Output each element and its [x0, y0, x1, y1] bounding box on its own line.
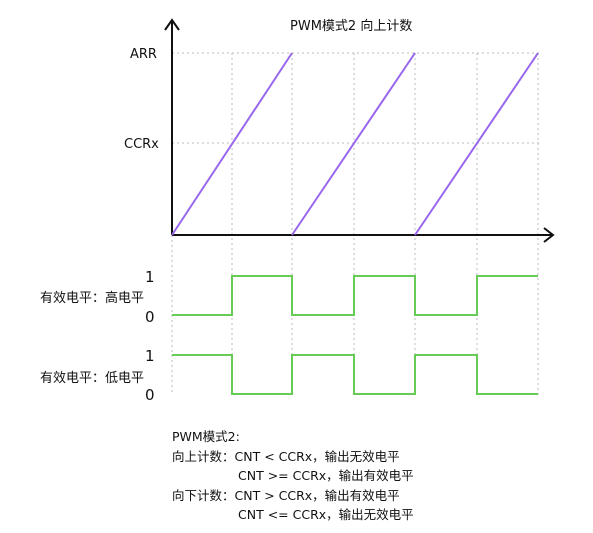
signal-low-label: 有效电平：低电平 — [40, 371, 144, 386]
notes-block: PWM模式2: 向上计数：CNT < CCRx，输出无效电平 CNT >= CC… — [172, 427, 414, 525]
axes — [164, 18, 555, 243]
pwm-waveform-low — [172, 354, 538, 395]
label-ccrx: CCRx — [124, 137, 159, 152]
ramp-3 — [414, 52, 539, 236]
diagram-title: PWM模式2 向上计数 — [290, 18, 412, 34]
notes-line-4: 向下计数：CNT > CCRx，输出有效电平 — [172, 487, 400, 503]
ramp-2 — [291, 52, 416, 236]
notes-line-2: 向上计数：CNT < CCRx，输出无效电平 — [172, 448, 400, 464]
pwm-waveform-high — [172, 275, 538, 316]
grid — [171, 52, 540, 395]
signal-high-level-1: 1 — [145, 268, 155, 286]
notes-line-1: PWM模式2: — [172, 429, 240, 444]
ramp-1 — [171, 52, 293, 236]
notes-line-3: CNT >= CCRx，输出有效电平 — [238, 468, 414, 483]
x-axis-arrow-icon — [543, 227, 555, 243]
y-axis-arrow-icon — [164, 18, 180, 31]
notes-line-5: CNT <= CCRx，输出无效电平 — [238, 507, 414, 522]
signal-low-level-0: 0 — [145, 386, 155, 404]
signal-high-label: 有效电平：高电平 — [40, 290, 144, 306]
signal-high-level-0: 0 — [145, 308, 155, 326]
counter-sawtooth — [171, 52, 539, 236]
label-arr: ARR — [130, 47, 157, 62]
signal-low-level-1: 1 — [145, 347, 155, 365]
